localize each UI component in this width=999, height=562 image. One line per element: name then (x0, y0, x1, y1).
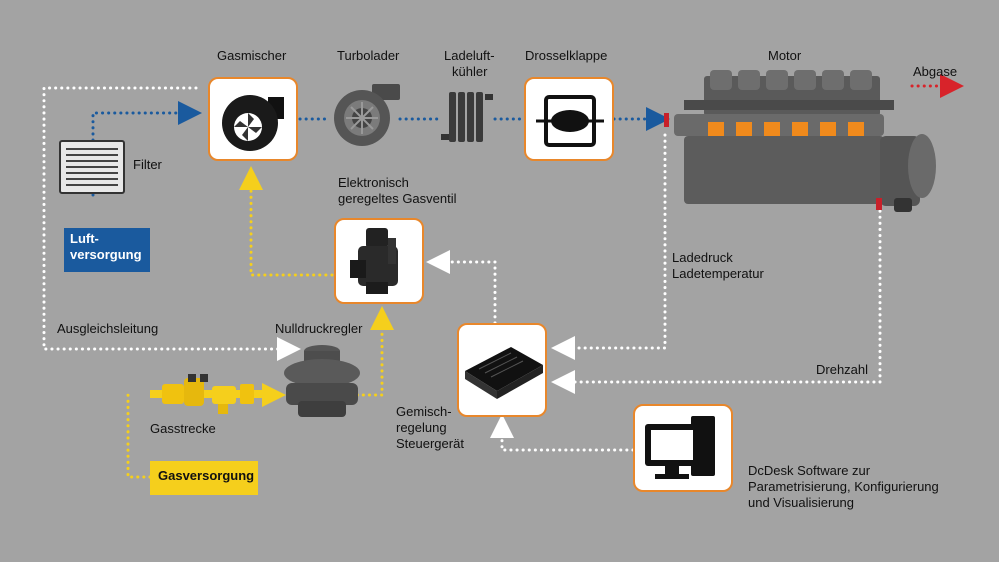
signal-dcdesk (490, 414, 635, 452)
gasversorgung-tag: Gasversorgung (150, 461, 258, 495)
gasventil-label-1: Elektronisch (338, 175, 409, 190)
signal-drehzahl (551, 203, 882, 394)
dcdesk-box (633, 404, 733, 492)
drehzahl-label: Drehzahl (816, 362, 869, 377)
signal-ladedruck (551, 133, 667, 360)
gasversorgung-label: Gasversorgung (158, 468, 255, 483)
luftversorgung-label-2: versorgung (70, 247, 142, 262)
abgase-label: Abgase (913, 64, 958, 79)
gas-line-valve-mixer (239, 166, 334, 277)
nulldruckregler-icon (284, 345, 360, 417)
drosselklappe-icon (536, 95, 604, 147)
ladedruck-label-1: Ladedruck (672, 250, 733, 265)
gas-line-supply (126, 391, 152, 479)
ladeluft-label-2: kühler (452, 64, 488, 79)
gasmischer-box (208, 77, 298, 161)
dcdesk-label-3: und Visualisierung (748, 495, 854, 510)
drosselklappe-label: Drosselklappe (525, 48, 608, 63)
gemisch-label-3: Steuergerät (396, 436, 464, 451)
steuergeraet-icon (465, 347, 543, 399)
drosselklappe-box (524, 77, 614, 161)
ausgleich-label: Ausgleichsleitung (57, 321, 159, 336)
gasventil-icon (350, 228, 398, 294)
computer-icon (645, 416, 715, 479)
nulldruck-label: Nulldruckregler (275, 321, 363, 336)
gasmischer-icon (222, 95, 284, 151)
luftversorgung-label-1: Luft- (70, 231, 99, 246)
turbolader-icon (334, 84, 400, 146)
gasstrecke-label: Gasstrecke (150, 421, 216, 436)
filter-icon (59, 140, 125, 194)
gasventil-box (334, 218, 424, 304)
gemisch-label-2: regelung (396, 420, 447, 435)
gasventil-label-2: geregeltes Gasventil (338, 191, 457, 206)
dcdesk-label-2: Parametrisierung, Konfigurierung (748, 479, 939, 494)
ladedruck-label-2: Ladetemperatur (672, 266, 764, 281)
luftversorgung-tag: Luft- versorgung (64, 228, 150, 272)
ladeluft-label-1: Ladeluft- (444, 48, 495, 63)
filter-label: Filter (133, 157, 162, 172)
gemisch-label-1: Gemisch- (396, 404, 452, 419)
dcdesk-label-1: DcDesk Software zur (748, 463, 871, 478)
gasmischer-label: Gasmischer (217, 48, 287, 63)
motor-icon (664, 70, 936, 212)
turbolader-label: Turbolader (337, 48, 400, 63)
steuergeraet-box (457, 323, 547, 417)
signal-ecu-valve (426, 250, 497, 325)
ladeluftkuehler-icon (441, 92, 493, 142)
motor-label: Motor (768, 48, 802, 63)
gasstrecke-icon (150, 374, 262, 414)
